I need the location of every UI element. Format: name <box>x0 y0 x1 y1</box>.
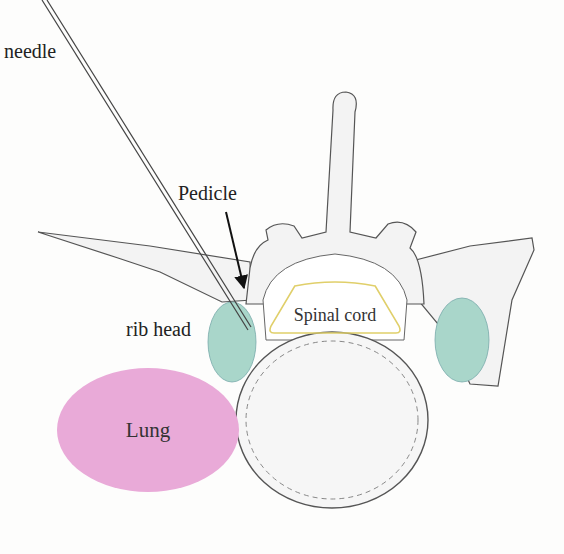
anatomy-region: Spinal cord <box>268 280 402 336</box>
spinal-cord-outline <box>270 282 400 333</box>
body-rim <box>246 341 418 499</box>
needle-line <box>47 0 251 327</box>
rib-head-right <box>435 298 489 382</box>
right-transverse-process <box>408 238 534 386</box>
part-label: Pedicle <box>178 182 237 205</box>
region-label: Spinal cord <box>294 305 377 326</box>
rib-head-left <box>208 302 256 382</box>
region-label: Lung <box>126 418 170 443</box>
needle-line <box>42 0 248 330</box>
part-label: rib head <box>126 318 191 341</box>
left-transverse-process <box>38 232 252 302</box>
part-label: needle <box>4 40 56 63</box>
spinal-canal <box>263 254 407 340</box>
anatomy-region: Lung <box>56 367 240 493</box>
leader-arrow <box>226 212 244 288</box>
vertebral-body <box>236 332 428 508</box>
lung-shape <box>57 368 239 492</box>
